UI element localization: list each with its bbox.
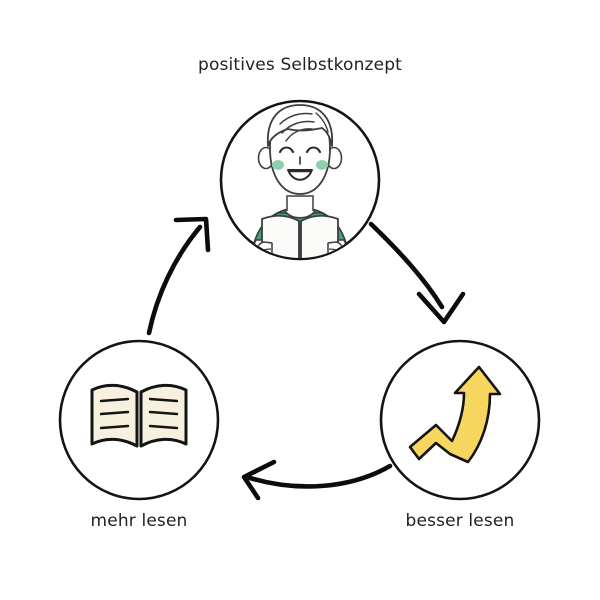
arrow-top-to-right — [368, 221, 466, 325]
node-selbstkonzept[interactable] — [219, 99, 381, 276]
node-circle-mehr-lesen — [58, 339, 220, 501]
open-book-icon — [90, 383, 188, 448]
node-label-besser-lesen: besser lesen — [405, 511, 515, 531]
node-besser-lesen[interactable] — [379, 339, 541, 501]
arrow-left-to-top — [146, 216, 211, 336]
arrow-right-to-left — [241, 459, 393, 501]
node-mehr-lesen[interactable] — [58, 339, 220, 501]
node-label-mehr-lesen: mehr lesen — [90, 511, 188, 531]
node-label-selbstkonzept: positives Selbstkonzept — [198, 55, 402, 75]
growth-arrow-icon — [408, 365, 502, 464]
